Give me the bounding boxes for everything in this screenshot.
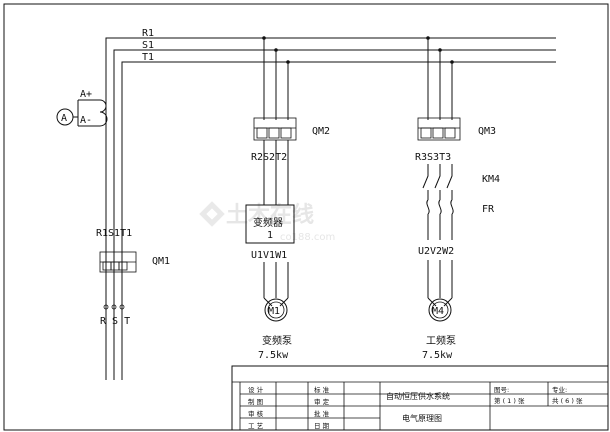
tb-check-label: 审 定 xyxy=(314,397,330,406)
tb-review-label: 审 核 xyxy=(248,409,264,418)
bus-label-r1: R1 xyxy=(142,28,154,39)
motor-m4-power: 7.5kw xyxy=(422,350,453,361)
motor-m4-name: 工频泵 xyxy=(426,334,456,347)
motor2-terminal-labels: U2V2W2 xyxy=(418,246,454,257)
tb-specialty-label: 专业: xyxy=(552,385,567,394)
tb-process-label: 工 艺 xyxy=(248,422,264,430)
qm1-terminal-labels: R1S1T1 xyxy=(96,228,132,239)
tb-total-label: 共 ( 6 ) 张 xyxy=(552,396,583,405)
rst-labels: R S T xyxy=(100,316,130,327)
motor-m1-power: 7.5kw xyxy=(258,350,289,361)
tb-system-name: 自动恒压供水系统 xyxy=(386,391,450,401)
ammeter-plus-label: A+ xyxy=(80,89,92,100)
motor-m4-symbol xyxy=(428,298,452,322)
vfd-terminal-labels: U1V1W1 xyxy=(251,250,287,261)
tb-sheet-label: 第 ( 1 ) 张 xyxy=(494,396,525,405)
motor-m4-label: M4 xyxy=(432,306,444,317)
motor-m1-symbol xyxy=(264,298,288,322)
qm1-label: QM1 xyxy=(152,256,170,267)
ammeter-symbol: A xyxy=(61,113,67,124)
bus-label-t1: T1 xyxy=(142,52,154,63)
motor-m1-name: 变频泵 xyxy=(262,334,292,347)
svg-text:土木在线: 土木在线 xyxy=(226,202,314,228)
branch-vfd-pump: QM2 R2S2T2 变频器 1 U1V1W1 M1 变频泵 7.5kw xyxy=(245,36,330,361)
branch-mains-pump: QM3 R3S3T3 KM4 FR U2V2W2 M4 工频泵 7.5kw xyxy=(415,36,500,361)
ammeter-minus-label: A- xyxy=(80,115,92,126)
fr-label: FR xyxy=(482,204,495,215)
qm2-label: QM2 xyxy=(312,126,330,137)
tb-standard-label: 标 准 xyxy=(314,385,330,394)
qm3-label: QM3 xyxy=(478,126,496,137)
qm3-terminal-labels: R3S3T3 xyxy=(415,152,451,163)
vfd-label: 变频器 xyxy=(253,216,283,229)
tb-drawing-no-label: 图号: xyxy=(494,386,509,394)
vfd-index: 1 xyxy=(267,230,273,241)
qm2-terminal-labels: R2S2T2 xyxy=(251,152,287,163)
ammeter: A A+ A- xyxy=(56,89,108,127)
tb-drawing-name: 电气原理图 xyxy=(402,413,442,423)
km4-label: KM4 xyxy=(482,174,500,185)
vfd-box xyxy=(245,204,295,244)
tb-drawing-label: 制 图 xyxy=(248,397,263,406)
tb-date-label: 日 期 xyxy=(314,422,330,430)
tb-approve-label: 批 准 xyxy=(314,409,330,418)
motor-m1-label: M1 xyxy=(268,306,280,317)
tb-design-label: 设 计 xyxy=(248,385,264,394)
bus-label-s1: S1 xyxy=(142,40,154,51)
title-block: 设 计 制 图 审 核 工 艺 标 准 审 定 批 准 日 期 自动恒压供水系统… xyxy=(231,365,609,431)
output-terminals: R S T xyxy=(100,304,130,327)
breaker-qm1: R1S1T1 QM1 xyxy=(96,228,170,273)
svg-text:co188.com: co188.com xyxy=(280,232,335,243)
